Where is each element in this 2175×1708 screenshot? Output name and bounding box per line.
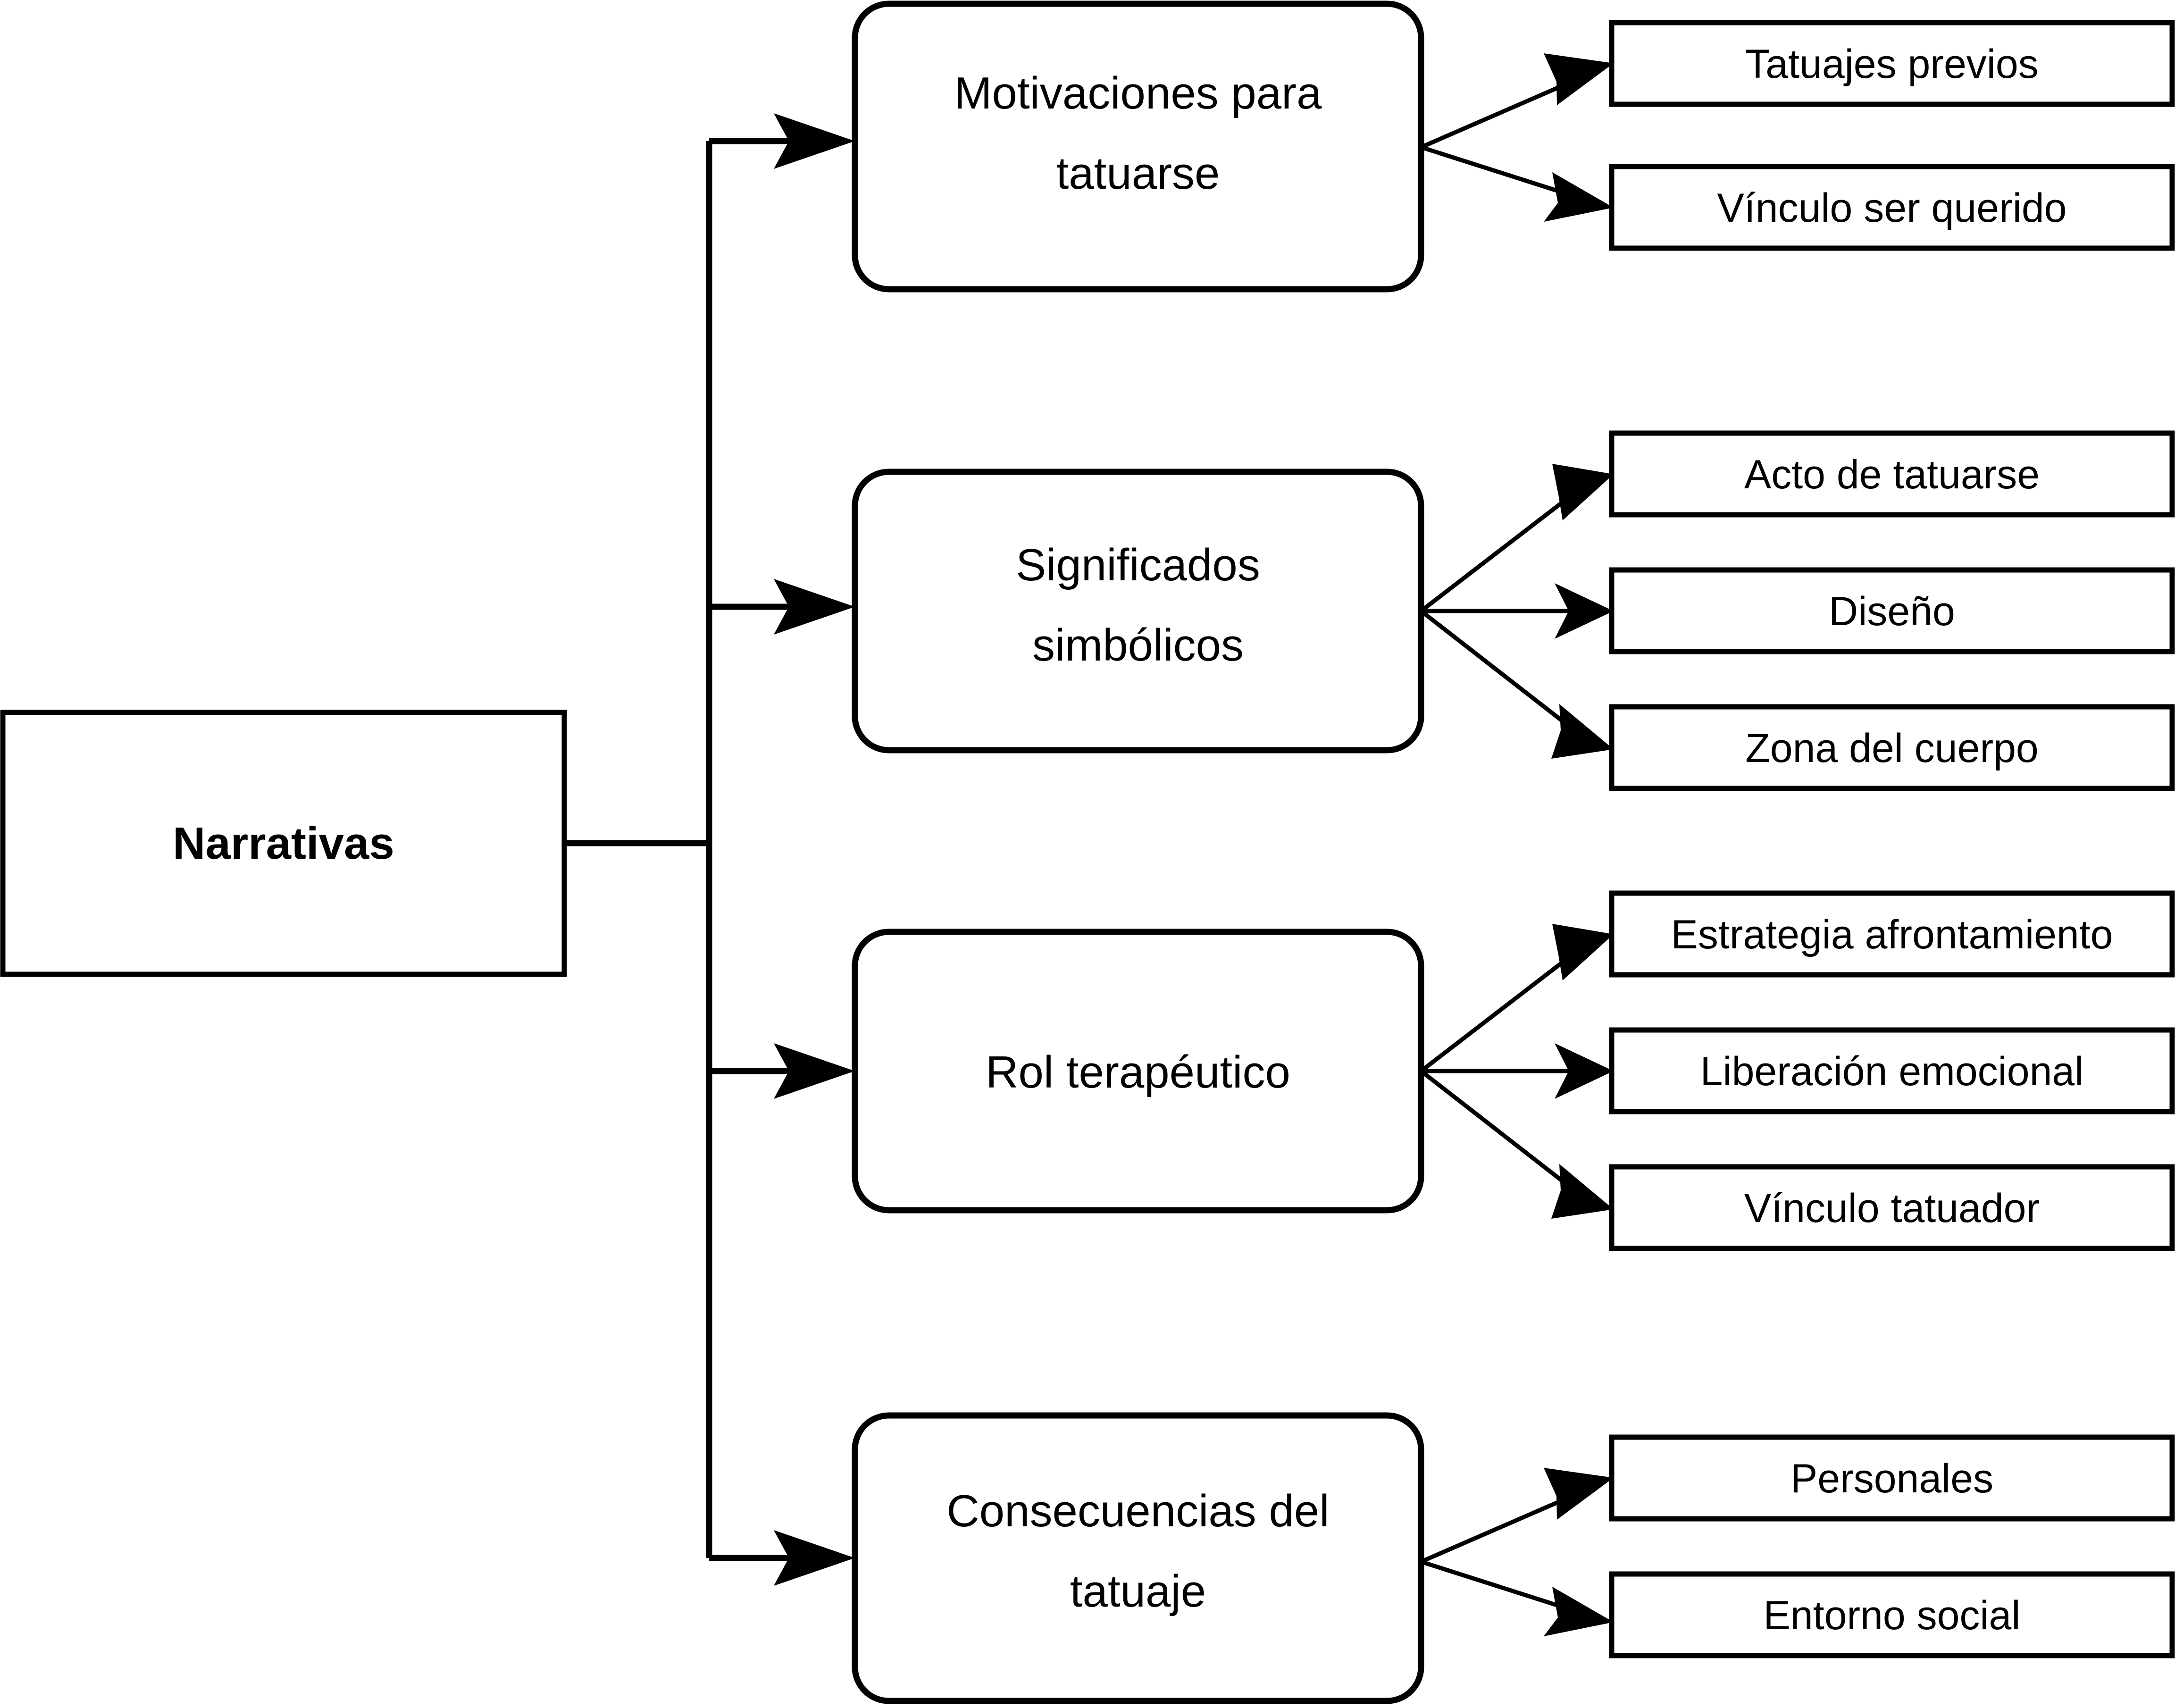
edge-rol-to-estrategia-afrontamiento bbox=[1420, 946, 1582, 1073]
node-entorno-social[interactable] bbox=[1609, 1571, 2175, 1658]
node-vinculo-ser-querido[interactable] bbox=[1609, 164, 2175, 251]
node-consecuencias-label-line-1: Consecuencias del bbox=[946, 1486, 1329, 1536]
node-personales-label: Personales bbox=[1790, 1456, 1993, 1501]
node-acto-de-tatuarse-label: Acto de tatuarse bbox=[1744, 452, 2040, 497]
node-entorno-social-label: Entorno social bbox=[1764, 1593, 2021, 1638]
node-estrategia-afrontamiento-label: Estrategia afrontamiento bbox=[1671, 912, 2113, 957]
node-consecuencias-del-tatuaje[interactable] bbox=[852, 1412, 1424, 1704]
branch-motivaciones-group: Motivaciones para tatuarse Tatuajes prev… bbox=[852, 0, 2175, 293]
node-vinculo-tatuador-label: Vínculo tatuador bbox=[1744, 1186, 2040, 1231]
edge-consecuencias-to-entorno-social bbox=[1420, 1559, 1581, 1615]
arrowhead-diseno bbox=[1555, 583, 1614, 639]
branch-consecuencias-group: Consecuencias del tatuaje Personales Ent… bbox=[852, 1412, 2175, 1704]
arrowhead-liberacion-emocional bbox=[1555, 1043, 1614, 1099]
arrowhead-estrategia-afrontamiento bbox=[1552, 924, 1614, 980]
node-motivaciones-para-tatuarse[interactable] bbox=[852, 0, 1424, 293]
node-acto-de-tatuarse[interactable] bbox=[1609, 430, 2175, 518]
arrowhead-vinculo-tatuador bbox=[1551, 1164, 1614, 1219]
arrowhead-entorno-social bbox=[1544, 1587, 1614, 1636]
node-consecuencias-label-line-2: tatuaje bbox=[1070, 1566, 1206, 1616]
node-diseno-label: Diseño bbox=[1829, 589, 1955, 634]
edge-significados-to-acto-de-tatuarse bbox=[1420, 486, 1582, 613]
node-vinculo-tatuador[interactable] bbox=[1609, 1164, 2175, 1251]
node-tatuajes-previos[interactable] bbox=[1609, 20, 2175, 107]
edge-significados-to-zona-del-cuerpo bbox=[1420, 609, 1582, 737]
arrowhead-acto-de-tatuarse bbox=[1552, 464, 1614, 520]
node-tatuajes-previos-label: Tatuajes previos bbox=[1745, 42, 2038, 87]
node-motivaciones-label-line-1: Motivaciones para bbox=[954, 68, 1322, 118]
arrowhead-branch-4 bbox=[774, 1530, 855, 1586]
node-significados-label-line-2: simbólicos bbox=[1032, 620, 1244, 670]
edge-motivaciones-to-vinculo-ser-querido bbox=[1420, 145, 1581, 201]
node-significados-label-line-1: Significados bbox=[1016, 540, 1260, 590]
root-trunk-connectors bbox=[564, 113, 855, 1586]
node-zona-del-cuerpo-label: Zona del cuerpo bbox=[1745, 726, 2039, 771]
arrowhead-branch-2 bbox=[774, 579, 855, 635]
arrowhead-branch-1 bbox=[774, 113, 855, 169]
node-vinculo-ser-querido-label: Vínculo ser querido bbox=[1717, 185, 2067, 231]
node-liberacion-emocional-label: Liberación emocional bbox=[1700, 1049, 2084, 1094]
arrowhead-personales bbox=[1544, 1468, 1614, 1520]
node-narrativas[interactable] bbox=[0, 710, 567, 977]
arrowhead-branch-3 bbox=[774, 1043, 855, 1099]
root-node-group: Narrativas bbox=[0, 710, 567, 977]
node-personales[interactable] bbox=[1609, 1434, 2175, 1522]
branch-significados-group: Significados simbólicos Acto de tatuarse… bbox=[852, 430, 2175, 791]
node-motivaciones-label-line-2: tatuarse bbox=[1056, 148, 1220, 199]
arrowhead-zona-del-cuerpo bbox=[1551, 704, 1614, 759]
node-significados-simbolicos[interactable] bbox=[852, 469, 1424, 754]
edge-rol-to-vinculo-tatuador bbox=[1420, 1069, 1582, 1197]
node-diseno[interactable] bbox=[1609, 567, 2175, 654]
node-liberacion-emocional[interactable] bbox=[1609, 1027, 2175, 1114]
node-narrativas-label: Narrativas bbox=[173, 818, 394, 869]
edge-motivaciones-to-tatuajes-previos bbox=[1420, 75, 1581, 150]
branch-rol-terapeutico-group: Rol terapéutico Estrategia afrontamiento… bbox=[852, 890, 2175, 1251]
node-estrategia-afrontamiento[interactable] bbox=[1609, 890, 2175, 978]
node-zona-del-cuerpo[interactable] bbox=[1609, 704, 2175, 791]
arrowhead-tatuajes-previos bbox=[1544, 53, 1614, 105]
node-rol-terapeutico-label: Rol terapéutico bbox=[986, 1047, 1290, 1097]
arrowhead-vinculo-ser-querido bbox=[1544, 172, 1614, 222]
edge-consecuencias-to-personales bbox=[1420, 1490, 1581, 1564]
